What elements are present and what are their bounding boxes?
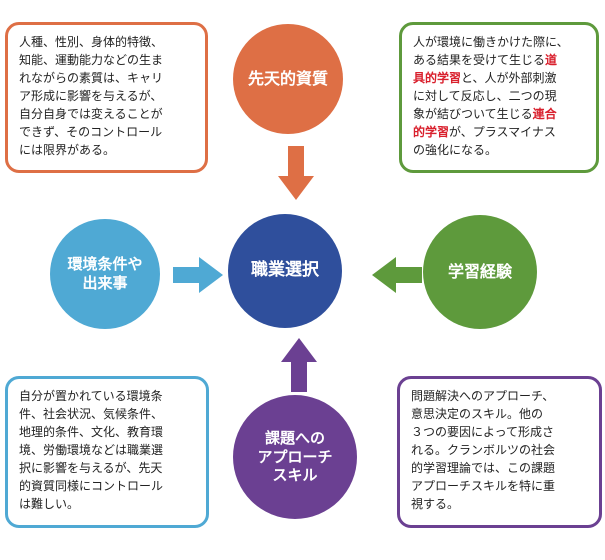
box-line: 問題解決へのアプローチ、 xyxy=(411,389,555,403)
box-line: 的学習が、プラスマイナス xyxy=(413,123,588,141)
box-line: ある結果を受けて生じる道 xyxy=(413,51,588,69)
arrow-shape xyxy=(281,338,317,392)
arrow-left-icon xyxy=(372,257,422,293)
box-text: 人が環境に働きかけた際に、 xyxy=(413,35,569,49)
box-line: 択に影響を与えるが、先天 xyxy=(19,461,163,475)
box-line: に対して反応し、二つの現 xyxy=(413,87,588,105)
arrow-up-icon xyxy=(281,338,317,392)
box-line: アプローチスキルを特に重 xyxy=(411,479,556,493)
box-text: ある結果を受けて生じる xyxy=(413,53,546,67)
box-line: ３つの要因によって形成さ xyxy=(411,425,555,439)
box-line: できず、そのコントロール xyxy=(19,125,163,139)
box-line: 的資質同様にコントロール xyxy=(19,479,164,493)
top-left-description-box: 人種、性別、身体的特徴、 知能、運動能力などの生ま れながらの素質は、キャリ ア… xyxy=(5,22,208,173)
bottom-right-description-box: 問題解決へのアプローチ、 意思決定のスキル。他の ３つの要因によって形成さ れる… xyxy=(397,376,602,528)
box-text: の強化になる。 xyxy=(413,143,498,157)
highlight-text: 具的学習 xyxy=(413,71,462,85)
arrow-down-icon xyxy=(278,146,314,200)
box-line: 自分が置かれている環境条 xyxy=(19,389,163,403)
box-line: には限界がある。 xyxy=(19,143,116,157)
box-line: れる。クランボルツの社会 xyxy=(411,443,556,457)
box-text: が、プラスマイナス xyxy=(449,125,556,139)
highlight-text: 道 xyxy=(545,53,558,67)
node-learning-experiences: 学習経験 xyxy=(423,215,537,329)
box-line: 人種、性別、身体的特徴、 xyxy=(19,35,164,49)
box-line: の強化になる。 xyxy=(413,141,588,159)
top-right-description-box: 人が環境に働きかけた際に、 ある結果を受けて生じる道 具的学習と、人が外部刺激 … xyxy=(399,22,599,173)
box-line: は難しい。 xyxy=(19,497,80,511)
box-line: 視する。 xyxy=(411,497,460,511)
node-career-choice: 職業選択 xyxy=(228,214,342,328)
node-environmental-conditions: 環境条件や 出来事 xyxy=(50,219,160,329)
node-innate-qualities: 先天的資質 xyxy=(233,24,343,134)
arrow-shape xyxy=(173,257,223,293)
node-task-approach-skills: 課題への アプローチ スキル xyxy=(233,395,357,519)
box-line: 具的学習と、人が外部刺激 xyxy=(413,69,588,87)
box-line: 知能、運動能力などの生ま xyxy=(19,53,164,67)
bottom-left-description-box: 自分が置かれている環境条 件、社会状況、気候条件、 地理的条件、文化、教育環 境… xyxy=(5,376,209,528)
highlight-text: 連合 xyxy=(532,107,557,121)
arrow-right-icon xyxy=(173,257,223,293)
box-line: 地理的条件、文化、教育環 xyxy=(19,425,164,439)
box-line: 件、社会状況、気候条件、 xyxy=(19,407,164,421)
box-line: 的学習理論では、この課題 xyxy=(411,461,556,475)
box-line: 象が結びついて生じる連合 xyxy=(413,105,588,123)
box-line: 自分自身では変えることが xyxy=(19,107,163,121)
box-line: 意思決定のスキル。他の xyxy=(411,407,544,421)
box-line: ア形成に影響を与えるが、 xyxy=(19,89,163,103)
box-line: 人が環境に働きかけた際に、 xyxy=(413,33,588,51)
box-text: と、人が外部刺激 xyxy=(461,71,557,85)
arrow-shape xyxy=(372,257,422,293)
box-line: れながらの素質は、キャリ xyxy=(19,71,164,85)
highlight-text: 的学習 xyxy=(413,125,450,139)
box-line: 境、労働環境などは職業選 xyxy=(19,443,164,457)
box-text: に対して反応し、二つの現 xyxy=(413,89,557,103)
arrow-shape xyxy=(278,146,314,200)
box-text: 象が結びついて生じる xyxy=(413,107,533,121)
